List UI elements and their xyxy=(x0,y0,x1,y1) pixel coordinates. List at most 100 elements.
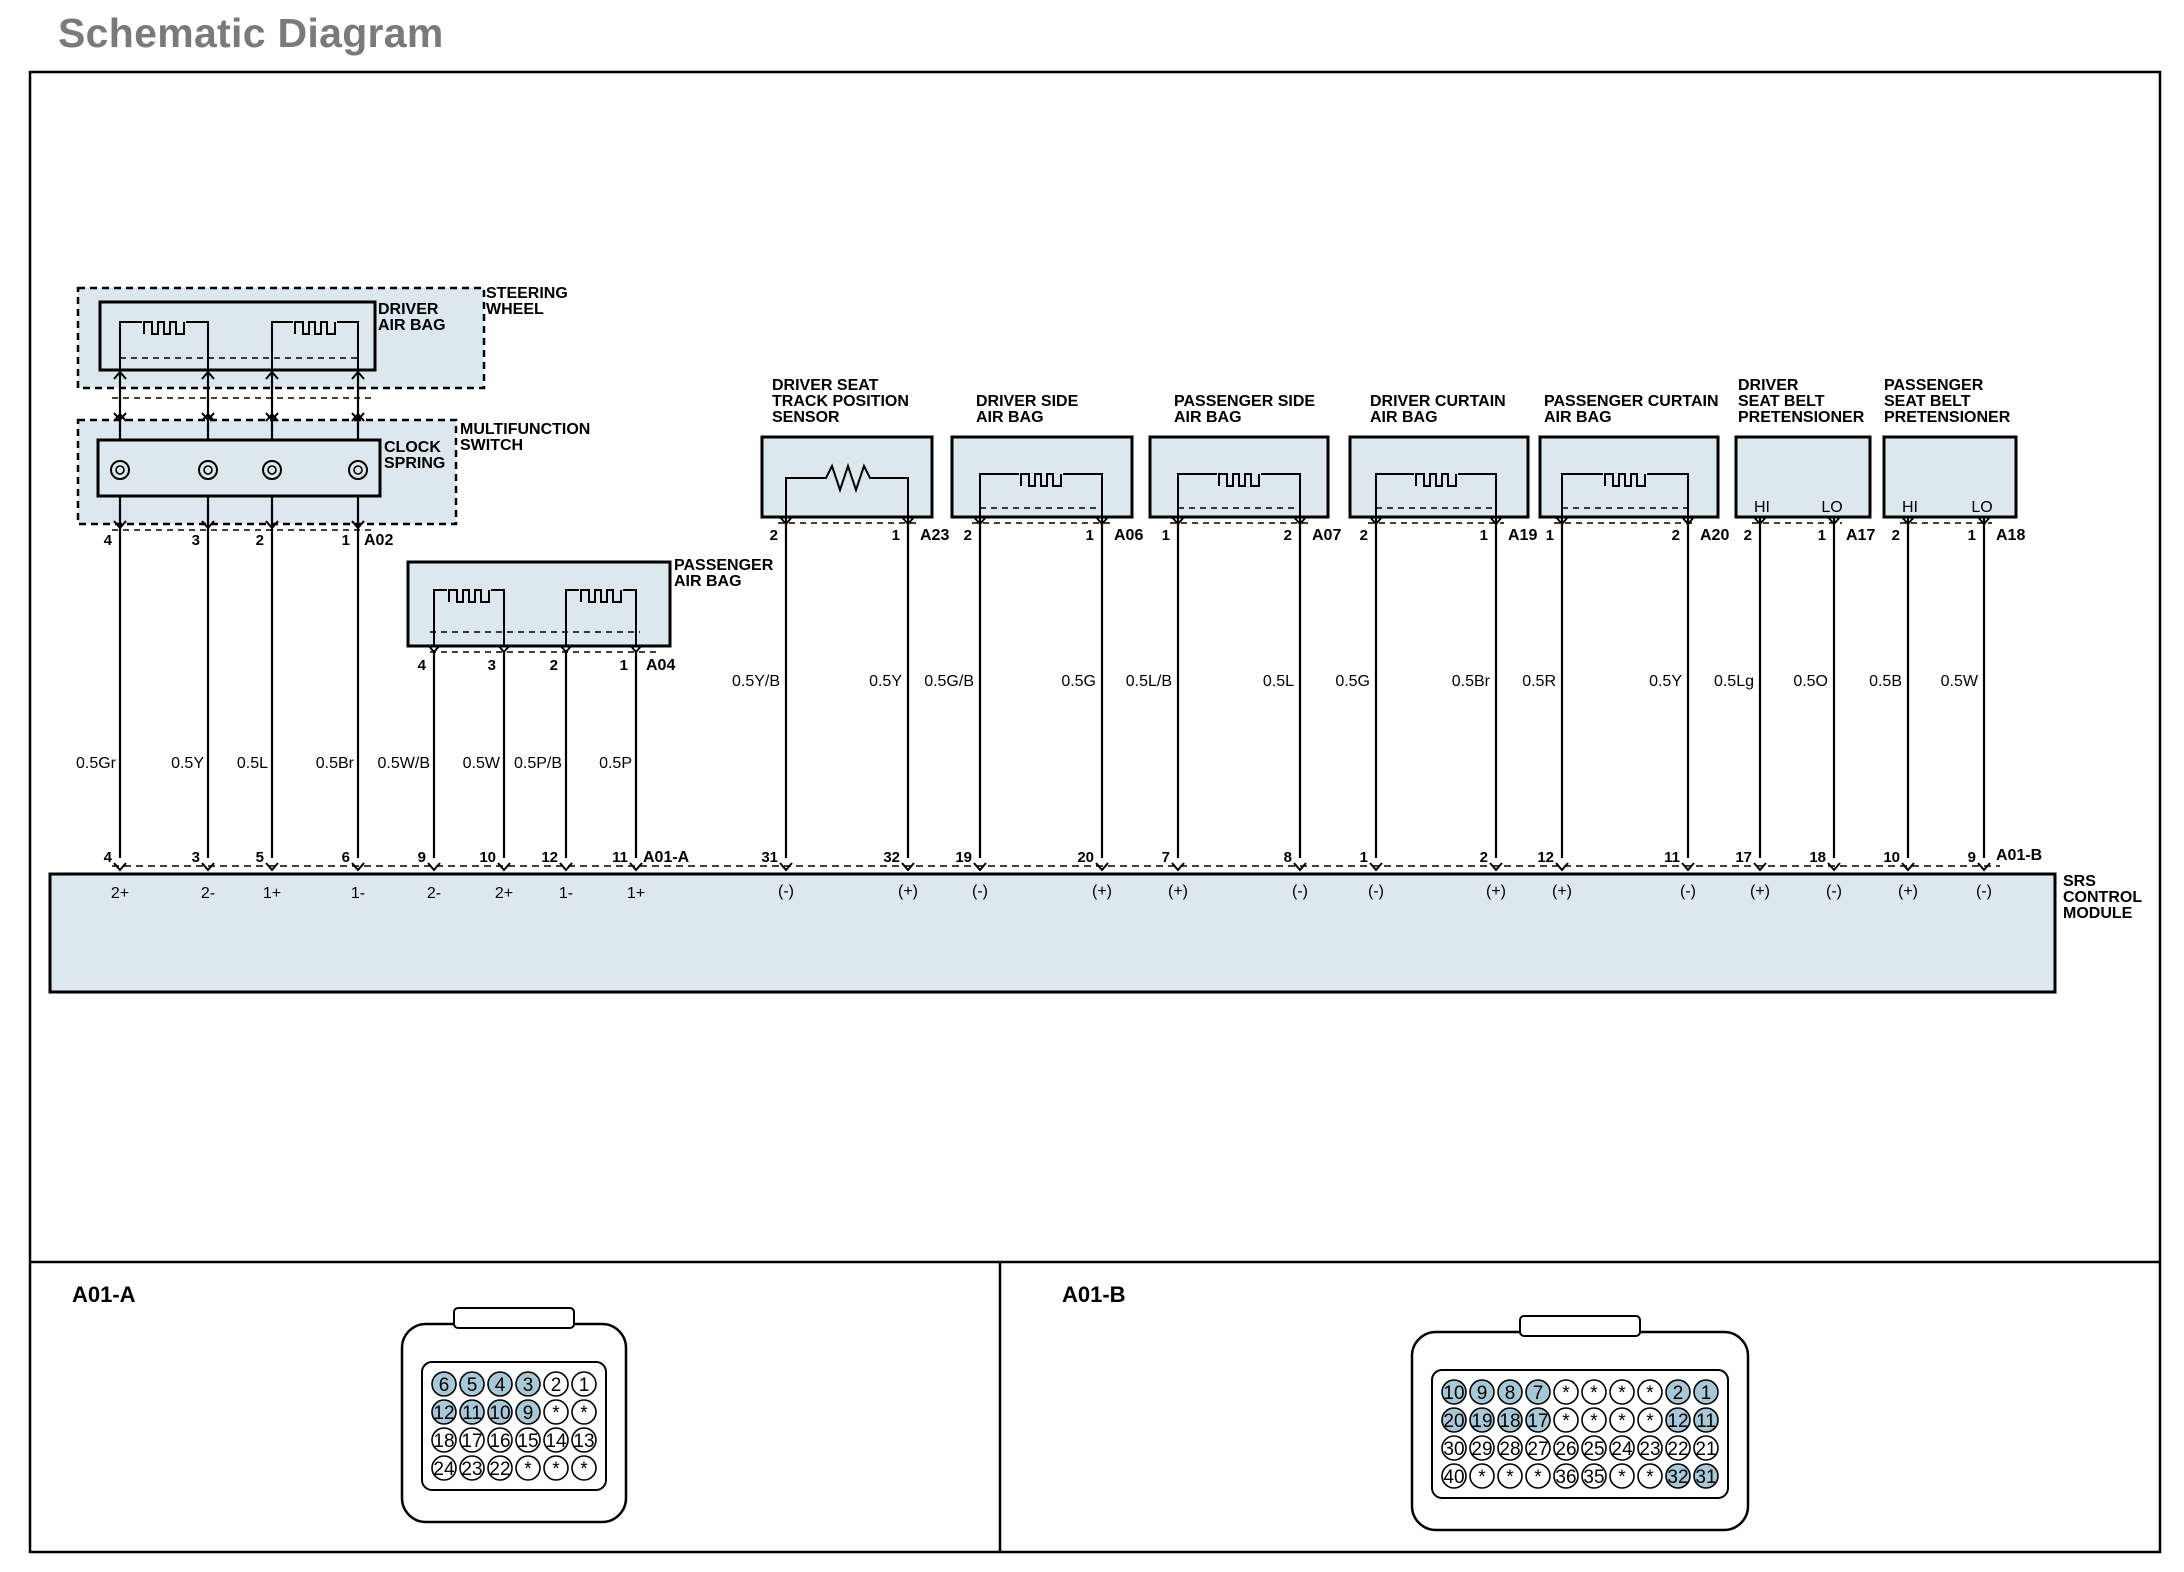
cavity-number: 26 xyxy=(1555,1439,1576,1460)
cavity xyxy=(515,1371,541,1397)
passenger-air-bag-label: AIR BAG xyxy=(674,573,742,590)
cavity-number: 18 xyxy=(1499,1411,1520,1432)
top-pin-number: 4 xyxy=(104,532,113,549)
device-label-a18: PRETENSIONER xyxy=(1884,409,2011,426)
device-box-a07 xyxy=(1148,435,1330,519)
cavity xyxy=(1581,1463,1607,1489)
top-pin-number: 2 xyxy=(550,657,558,674)
cavity xyxy=(1525,1379,1551,1405)
arrow-up-icon xyxy=(351,412,365,422)
cavity-number: * xyxy=(1534,1467,1542,1488)
wire-color-label: 0.5W xyxy=(1941,673,1979,690)
srs-pin-number: 17 xyxy=(1735,849,1752,866)
cavity-number: 11 xyxy=(1696,1411,1716,1432)
top-pin-number: 1 xyxy=(1546,527,1554,544)
driver-air-bag-box xyxy=(98,300,377,372)
lo-label: LO xyxy=(1821,499,1842,516)
cavity xyxy=(1665,1407,1691,1433)
srs-pin-number: 31 xyxy=(761,849,778,866)
passenger-air-bag-squib-1 xyxy=(448,589,490,603)
driver-air-bag-label: DRIVER xyxy=(378,301,439,318)
cavity xyxy=(1525,1463,1551,1489)
arrow-down-icon xyxy=(1681,516,1695,526)
srs-terminal-label: (+) xyxy=(898,883,918,900)
cavity-number: 15 xyxy=(517,1431,538,1452)
arrow-down-icon xyxy=(1827,862,1841,872)
cavity xyxy=(543,1371,569,1397)
srs-pin-number: 20 xyxy=(1077,849,1094,866)
clock-spring-coil-icon xyxy=(198,460,218,480)
cavity-number: 12 xyxy=(433,1403,454,1424)
clock-spring-label: CLOCK xyxy=(384,439,441,456)
cavity-number: * xyxy=(524,1459,532,1480)
srs-pin-number: 9 xyxy=(418,849,426,866)
arrow-down-icon xyxy=(1977,516,1991,526)
cavity xyxy=(1553,1407,1579,1433)
arrow-down-icon xyxy=(1901,862,1915,872)
srs-terminal-label: (-) xyxy=(1292,883,1308,900)
arrow-up-icon xyxy=(351,370,365,380)
passenger-air-bag-squib-lead xyxy=(623,589,637,646)
cavity xyxy=(1497,1463,1523,1489)
clock-spring-coil-icon xyxy=(353,465,363,475)
wire-color-label: 0.5G/B xyxy=(924,673,974,690)
driver-air-bag-squib-2 xyxy=(294,321,336,335)
wire-color-label: 0.5B xyxy=(1869,673,1902,690)
outer-frame xyxy=(28,70,2162,1554)
steering-wheel-label: STEERING xyxy=(486,285,568,302)
wire-color-label: 0.5Br xyxy=(1452,673,1491,690)
cavity xyxy=(487,1399,513,1425)
device-label-a17: SEAT BELT xyxy=(1738,393,1825,410)
cavity-number: 19 xyxy=(1471,1411,1492,1432)
cavity xyxy=(1441,1407,1467,1433)
srs-pin-number: 2 xyxy=(1480,849,1488,866)
passenger-air-bag-label: PASSENGER xyxy=(674,557,774,574)
cavity-number: 1 xyxy=(579,1375,590,1396)
wire-color-label: 0.5W/B xyxy=(378,755,430,772)
cavity-number: * xyxy=(1618,1467,1626,1488)
connector-a02-label: A02 xyxy=(364,532,393,549)
resistor-icon xyxy=(785,462,909,517)
clock-spring-coil-icon xyxy=(203,465,213,475)
top-pin-number: 2 xyxy=(1744,527,1752,544)
top-pin-number: 2 xyxy=(1360,527,1368,544)
device-label-a17: DRIVER xyxy=(1738,377,1799,394)
cavity-number: 25 xyxy=(1583,1439,1604,1460)
wire-color-label: 0.5Y/B xyxy=(732,673,780,690)
srs-pin-number: 1 xyxy=(1360,849,1368,866)
srs-terminal-label: (-) xyxy=(972,883,988,900)
connector-a18-label: A18 xyxy=(1996,527,2025,544)
arrow-down-icon xyxy=(201,862,215,872)
arrow-down-icon xyxy=(1095,516,1109,526)
arrow-down-icon xyxy=(497,644,511,654)
cavity-number: 3 xyxy=(523,1375,534,1396)
srs-pin-number: 11 xyxy=(612,849,628,866)
wire-color-label: 0.5P xyxy=(599,755,632,772)
driver-air-bag-squib-lead xyxy=(186,321,209,370)
top-pin-number: 2 xyxy=(770,527,778,544)
device-label-a19: DRIVER CURTAIN xyxy=(1370,393,1506,410)
cavity xyxy=(1497,1379,1523,1405)
arrow-down-icon xyxy=(265,520,279,530)
srs-pin-number: 10 xyxy=(479,849,496,866)
arrow-down-icon xyxy=(1901,516,1915,526)
connector-a23-label: A23 xyxy=(920,527,949,544)
cavity xyxy=(431,1427,457,1453)
cavity xyxy=(515,1455,541,1481)
srs-terminal-label: (-) xyxy=(1826,883,1842,900)
arrow-down-icon xyxy=(1095,862,1109,872)
srs-pin-number: 11 xyxy=(1664,849,1680,866)
connector-a20-label: A20 xyxy=(1700,527,1729,544)
cavity xyxy=(1637,1435,1663,1461)
cavity xyxy=(459,1371,485,1397)
srs-terminal-label: (+) xyxy=(1168,883,1188,900)
srs-pin-number: 8 xyxy=(1284,849,1292,866)
cavity-number: * xyxy=(1618,1411,1626,1432)
device-label-a20: AIR BAG xyxy=(1544,409,1612,426)
cavity-number: * xyxy=(1646,1467,1654,1488)
cavity xyxy=(1553,1463,1579,1489)
srs-terminal-label: (+) xyxy=(1552,883,1572,900)
srs-pin-number: 4 xyxy=(104,849,113,866)
wire-color-label: 0.5L xyxy=(1263,673,1294,690)
